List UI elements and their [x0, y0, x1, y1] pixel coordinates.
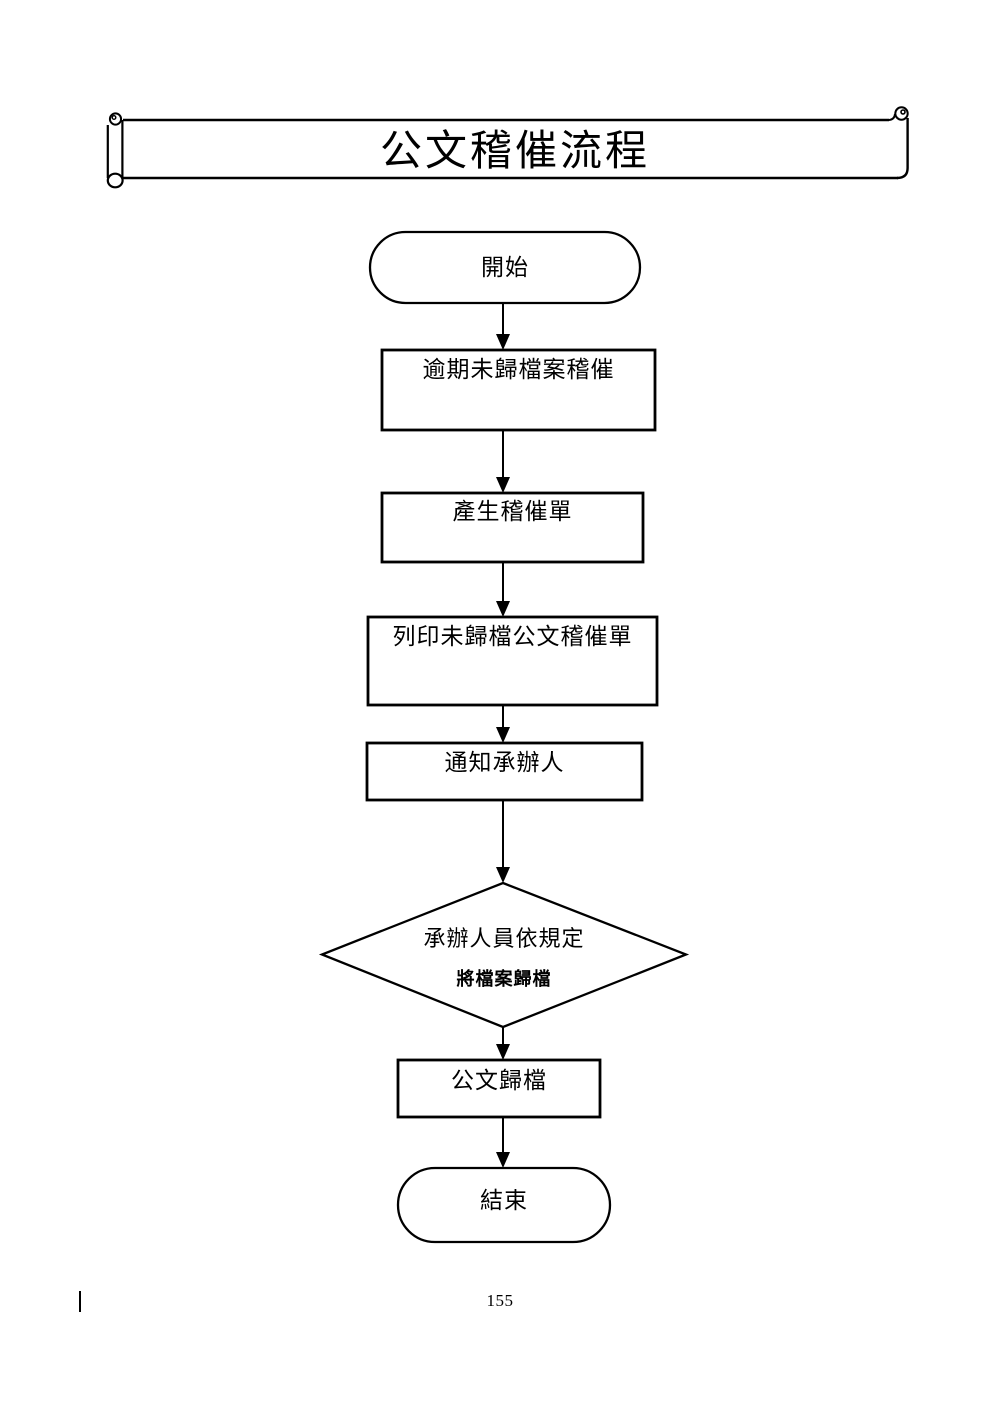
down-arrow-icon [496, 1152, 510, 1168]
process-box-generate-form [380, 491, 645, 564]
banner-right-curl-icon [894, 106, 909, 121]
node-label-end: 結束 [480, 1188, 528, 1213]
scroll-banner-shape [106, 106, 909, 189]
banner-left-roll-icon [106, 172, 124, 189]
margin-change-bar [79, 1291, 81, 1312]
process-box-notify-handler [365, 741, 644, 802]
down-arrow-icon [496, 727, 510, 743]
down-arrow-icon [496, 1044, 510, 1060]
node-label-step4: 通知承辦人 [444, 750, 565, 775]
down-arrow-icon [496, 334, 510, 350]
node-label-step2: 產生稽催單 [452, 499, 573, 524]
node-label-decision-line2: 將檔案歸檔 [456, 969, 552, 989]
decision-diamond-shape [318, 881, 690, 1029]
end-terminator-shape [396, 1166, 612, 1244]
down-arrow-icon [496, 601, 510, 617]
start-terminator-shape [368, 230, 642, 305]
page-number: 155 [486, 1291, 514, 1310]
arrowheads [496, 334, 510, 1168]
node-label-start: 開始 [481, 255, 529, 280]
banner-left-curl-icon [108, 112, 123, 126]
node-label-step3: 列印未歸檔公文稽催單 [392, 624, 633, 649]
node-label-decision-line1: 承辦人員依規定 [423, 926, 585, 951]
node-label-step5: 公文歸檔 [451, 1068, 547, 1093]
page-title: 公文稽催流程 [379, 129, 650, 175]
process-box-archive [396, 1058, 602, 1119]
process-box-print-form [366, 615, 659, 707]
down-arrow-icon [496, 867, 510, 883]
down-arrow-icon [496, 477, 510, 493]
node-label-step1: 逾期未歸檔案稽催 [422, 357, 615, 382]
process-box-overdue-tracking [380, 348, 657, 432]
